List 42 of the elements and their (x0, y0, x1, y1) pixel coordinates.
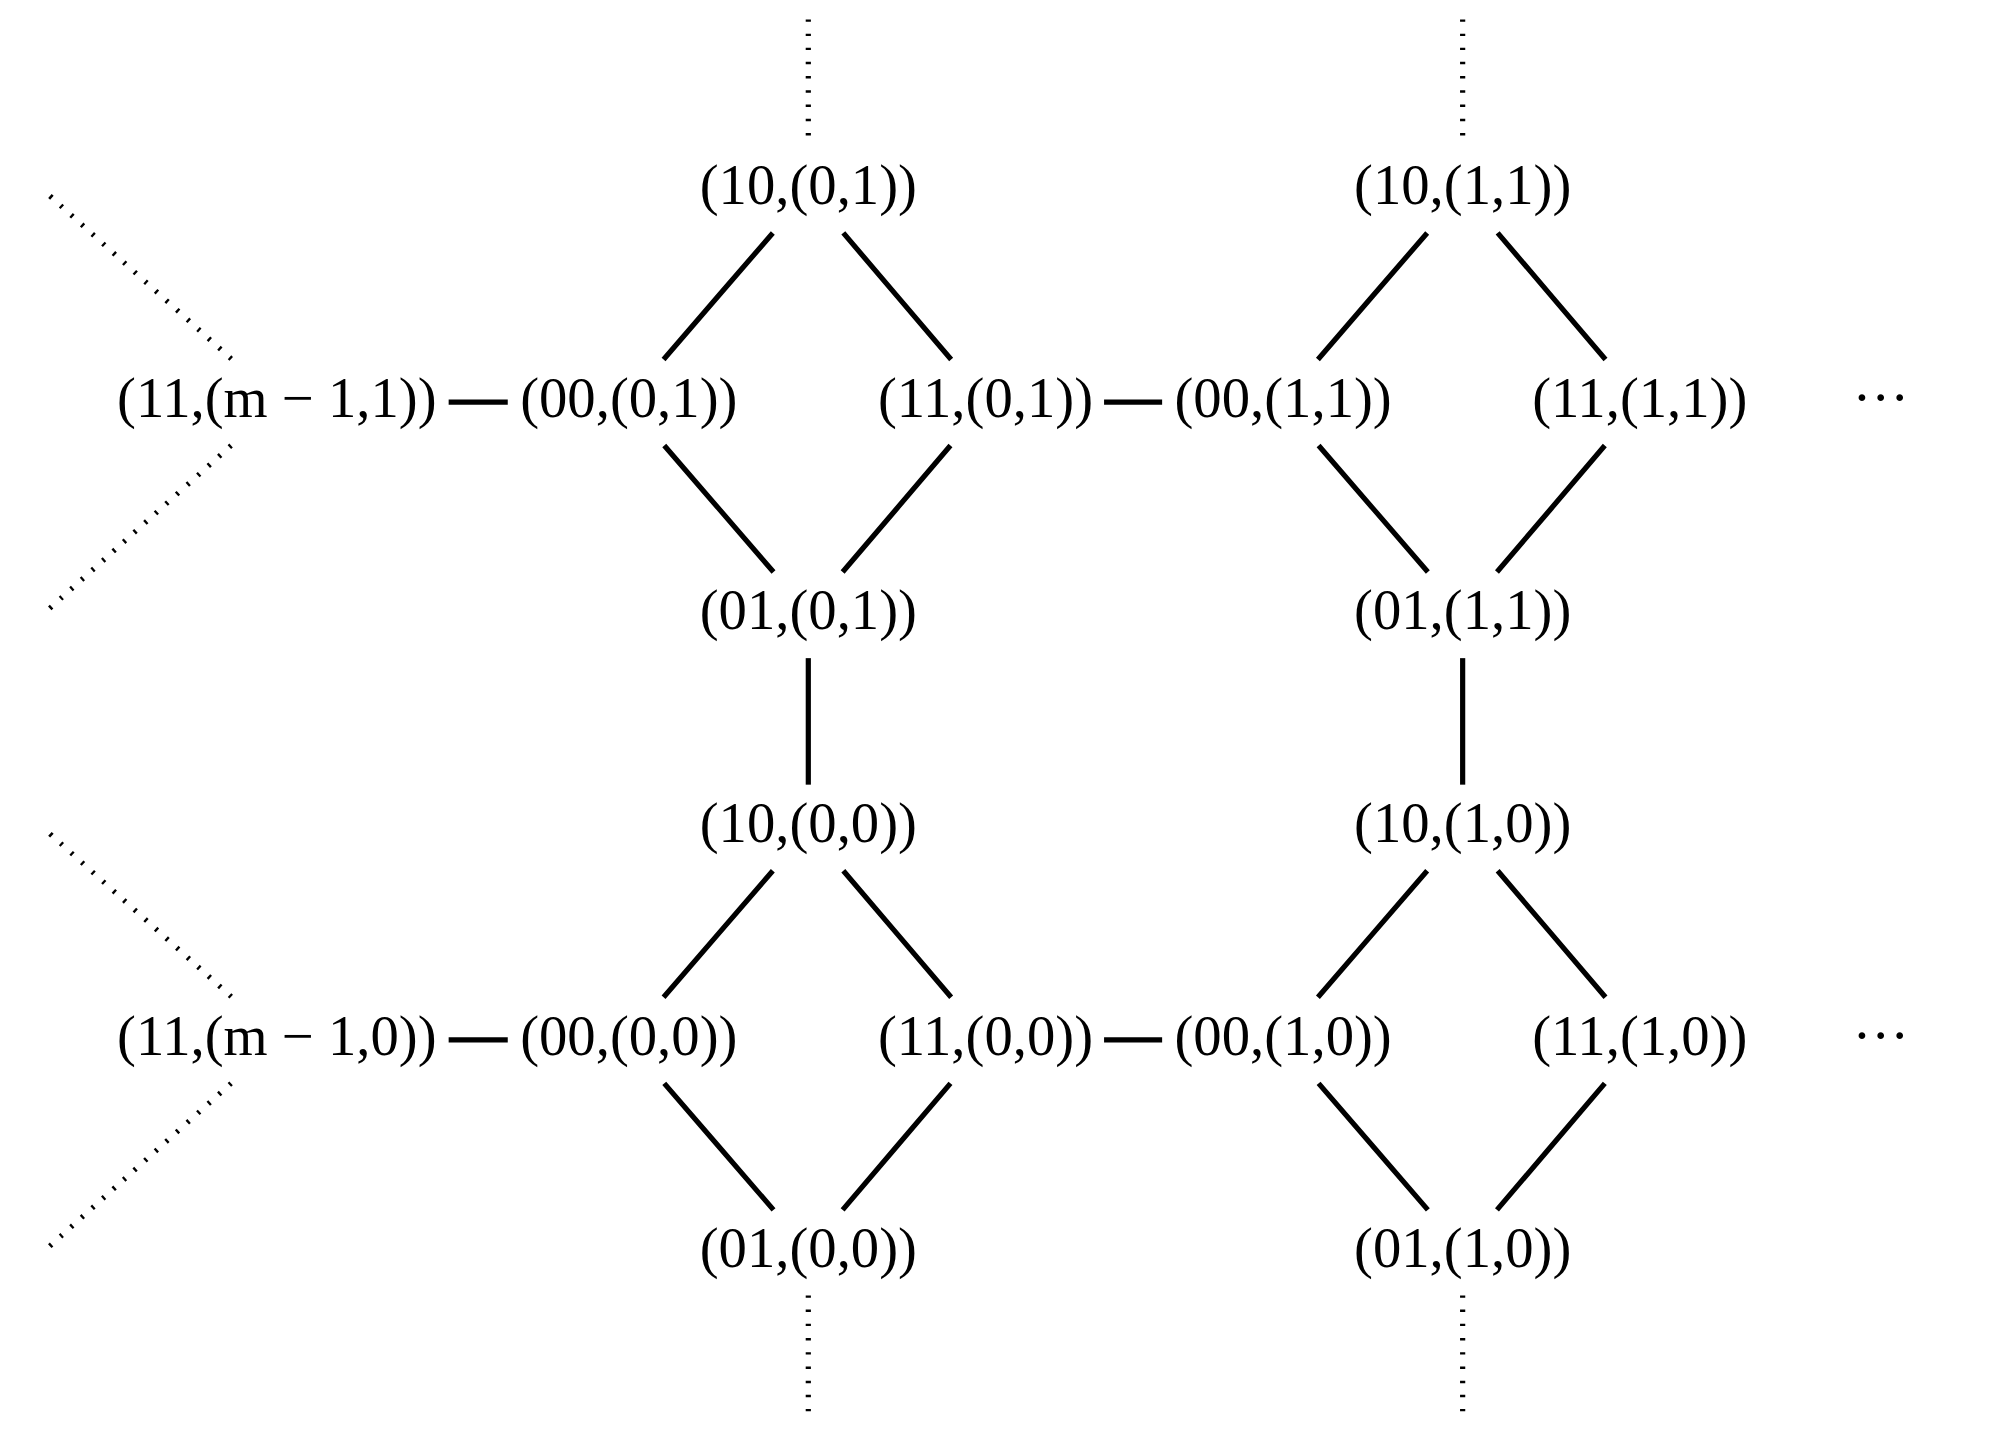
node-text: (11,(1,0)) (1532, 1003, 1748, 1067)
connector (805, 658, 811, 785)
connector (662, 443, 776, 574)
connector (1495, 1081, 1607, 1212)
node-label: ··· (1852, 1003, 1910, 1067)
node-text: (10,(0,1)) (699, 153, 917, 217)
connector (1495, 869, 1608, 999)
node-text: (10,(0,0)) (699, 790, 917, 854)
node-label: ··· (1852, 365, 1910, 429)
connector (661, 231, 775, 362)
node-text: (11,(0,1)) (877, 365, 1094, 429)
connector (448, 399, 508, 405)
node-text: (01,(1,0)) (1354, 1216, 1572, 1280)
connector (841, 231, 954, 362)
node-text: (11,(1,1)) (1532, 365, 1748, 429)
node-text: (10,(1,0)) (1354, 790, 1572, 854)
node-text: (11,(m − 1,1)) (117, 365, 437, 429)
connector (662, 1081, 776, 1212)
node-text: (00,(1,1)) (1174, 365, 1392, 429)
connector (841, 869, 954, 999)
connector (840, 443, 953, 574)
connector (1315, 231, 1430, 362)
connector (1104, 399, 1163, 405)
connector (1316, 443, 1430, 574)
node-text: (11,(0,0)) (877, 1003, 1094, 1067)
node-text: (00,(0,0)) (520, 1003, 738, 1067)
node-text: (01,(0,0)) (699, 1216, 917, 1280)
connector (1315, 869, 1430, 999)
connector (1460, 658, 1466, 785)
connector (448, 1037, 508, 1043)
node-text: (00,(0,1)) (520, 365, 738, 429)
node-text: (11,(m − 1,0)) (117, 1003, 437, 1067)
node-text: (01,(1,1)) (1354, 578, 1572, 642)
connector (1316, 1081, 1430, 1212)
connector (661, 869, 775, 999)
connector (1495, 231, 1608, 362)
node-text: (00,(1,0)) (1174, 1003, 1392, 1067)
connector (1104, 1037, 1163, 1043)
node-text: (10,(1,1)) (1354, 153, 1572, 217)
node-text: (01,(0,1)) (699, 578, 917, 642)
connector (840, 1081, 953, 1212)
connector (1495, 443, 1607, 574)
